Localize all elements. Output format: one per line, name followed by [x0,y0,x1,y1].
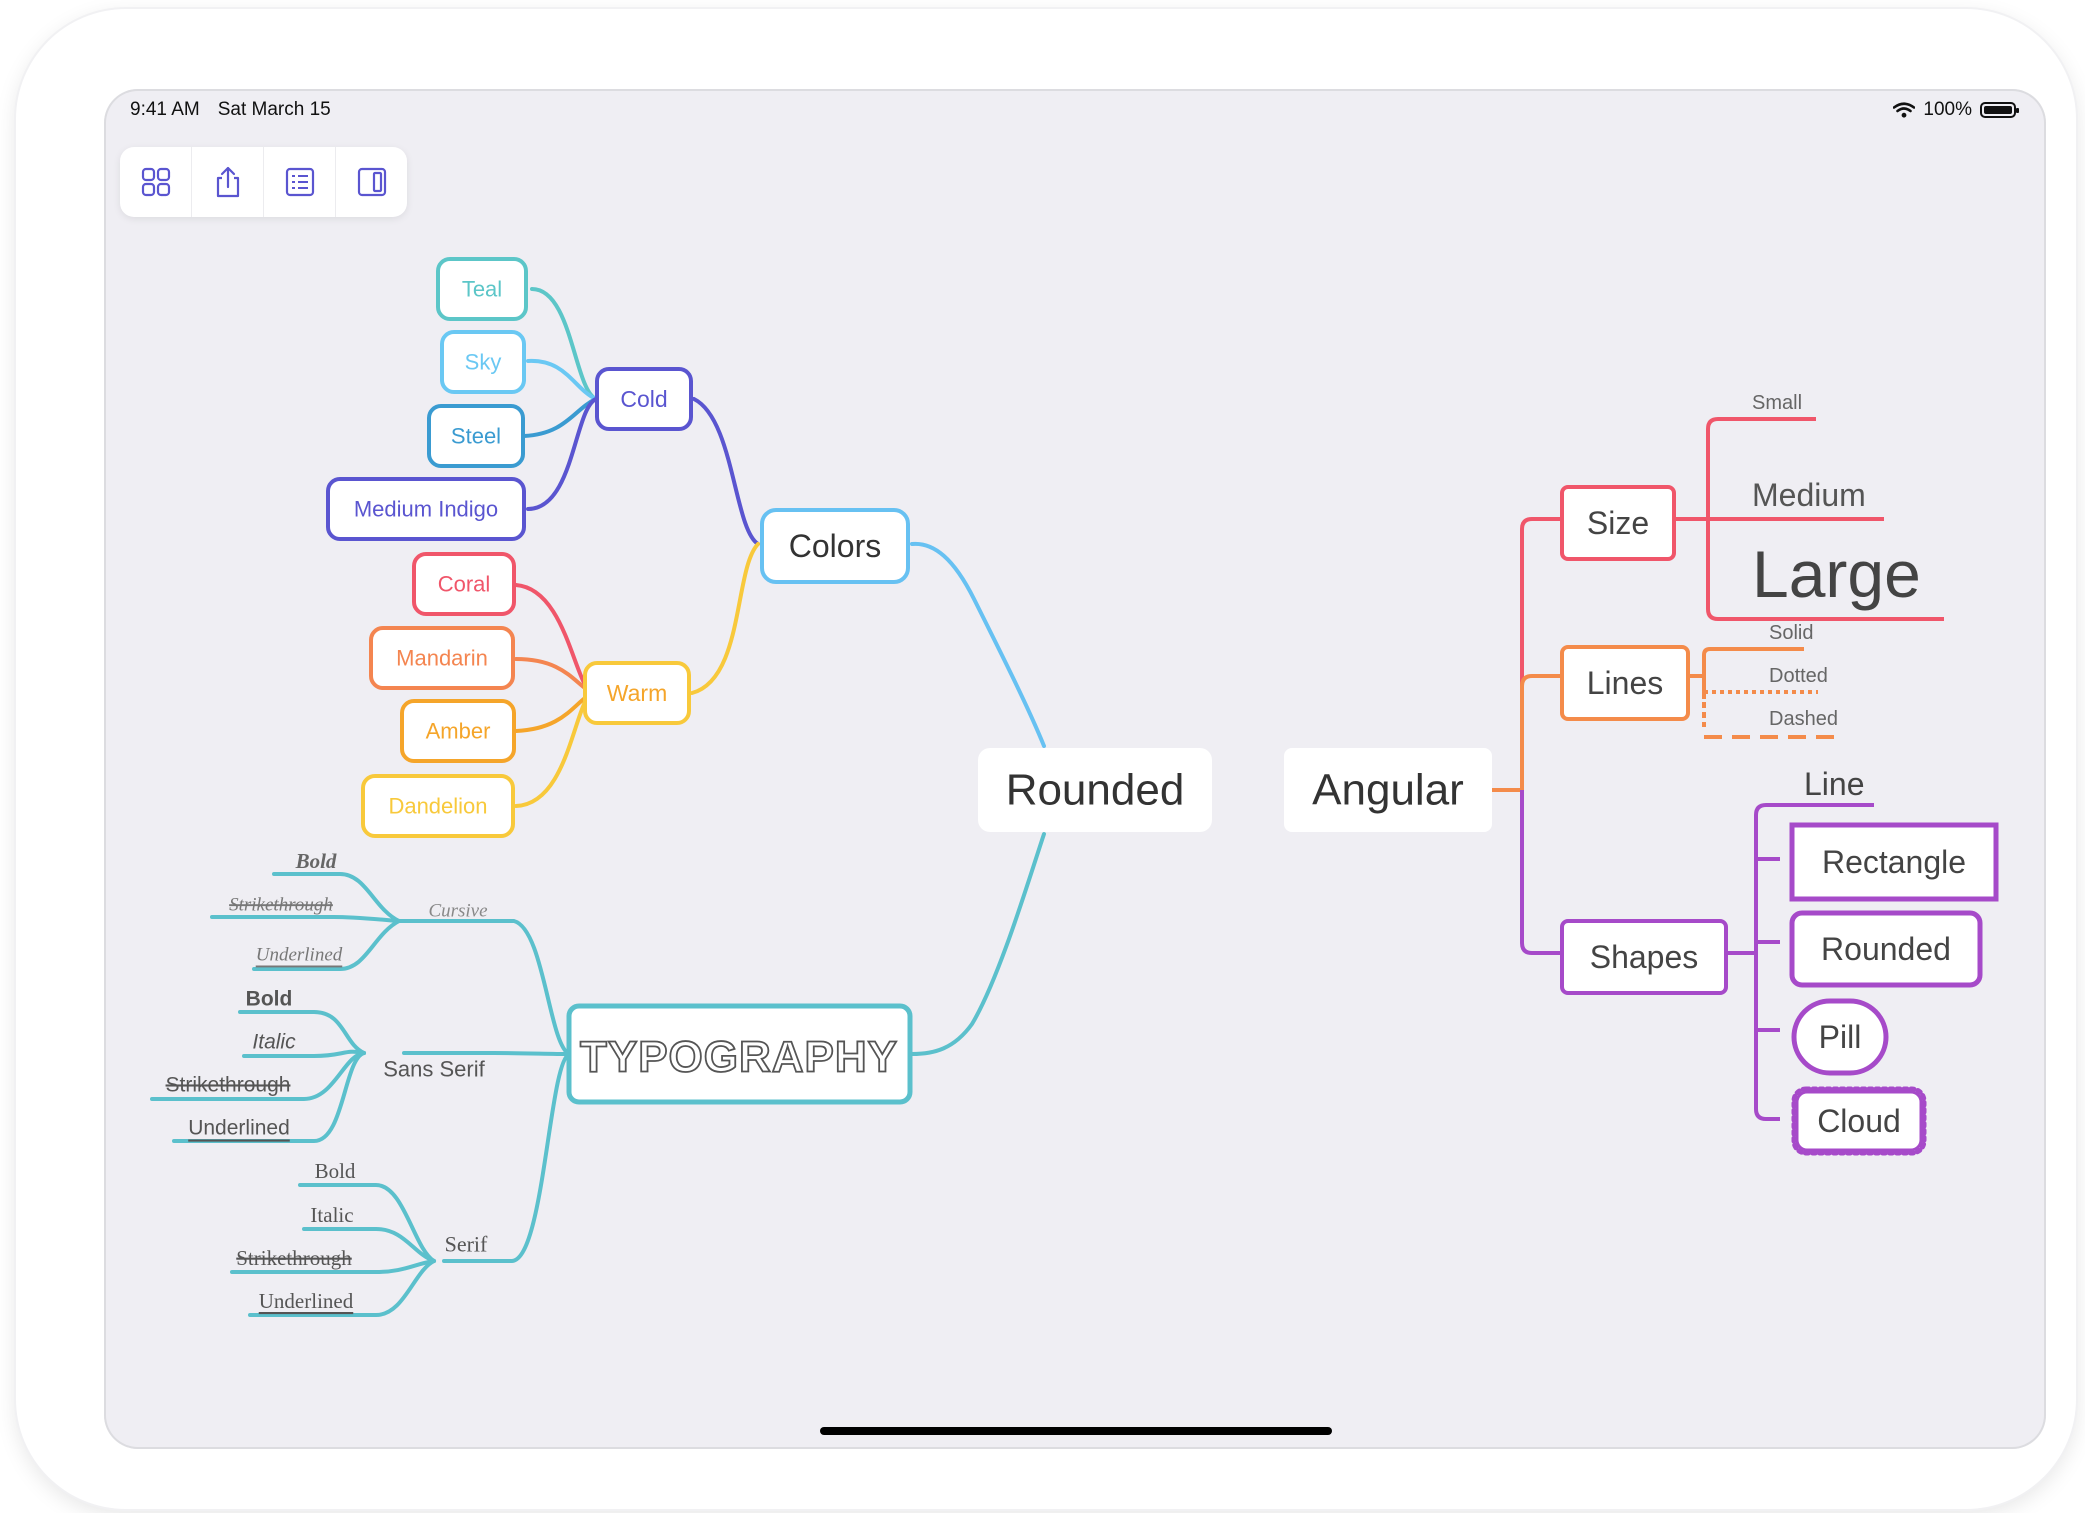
leaf-serif-underlined[interactable]: Underlined [259,1289,354,1313]
ipad-frame: 9:41 AM Sat March 15 100% [16,9,2076,1509]
svg-text:Amber: Amber [426,719,491,744]
leaf-cursive-bold[interactable]: Bold [295,849,337,873]
leaf-lines-solid[interactable]: Solid [1769,622,1813,644]
leaf-size-large[interactable]: Large [1752,537,1921,611]
outline-icon [285,167,314,197]
svg-text:Lines: Lines [1587,665,1664,701]
node-warm[interactable]: Warm [583,661,691,725]
battery-icon [1980,102,2019,118]
node-colors[interactable]: Colors [760,508,910,584]
root-node-angular[interactable]: Angular [1284,748,1492,832]
leaf-serif-bold[interactable]: Bold [315,1159,356,1183]
label-cursive[interactable]: Cursive [428,901,487,922]
svg-text:Rounded: Rounded [1821,931,1951,967]
leaf-shapes-line[interactable]: Line [1804,766,1865,802]
leaf-lines-dashed[interactable]: Dashed [1769,708,1838,730]
node-steel[interactable]: Steel [427,404,525,468]
node-lines[interactable]: Lines [1560,645,1690,721]
svg-text:TYPOGRAPHY: TYPOGRAPHY [580,1033,898,1082]
sidebar-button[interactable] [336,147,407,217]
node-shapes[interactable]: Shapes [1560,919,1728,995]
leaf-sans-italic[interactable]: Italic [252,1031,296,1054]
status-time: 9:41 AM [130,99,200,120]
app-screen: 9:41 AM Sat March 15 100% [104,89,2046,1449]
leaf-serif-strikethrough[interactable]: Strikethrough [236,1246,352,1270]
grid-button[interactable] [120,147,192,217]
outline-button[interactable] [264,147,336,217]
svg-text:Steel: Steel [451,424,501,449]
node-shape-pill[interactable]: Pill [1791,998,1889,1076]
node-shape-rectangle[interactable]: Rectangle [1789,822,1999,902]
share-button[interactable] [192,147,264,217]
svg-text:Rectangle: Rectangle [1822,844,1966,880]
svg-text:Rounded: Rounded [1006,766,1185,815]
leaf-sans-underlined[interactable]: Underlined [188,1117,290,1140]
leaf-sans-bold[interactable]: Bold [246,988,293,1011]
node-shape-cloud[interactable]: Cloud [1791,1086,1927,1156]
toolbar [120,147,407,217]
svg-text:Angular: Angular [1312,766,1464,815]
node-mandarin[interactable]: Mandarin [369,626,515,690]
svg-text:Medium Indigo: Medium Indigo [354,497,498,522]
node-medium-indigo[interactable]: Medium Indigo [326,477,526,541]
node-dandelion[interactable]: Dandelion [361,774,515,838]
node-size[interactable]: Size [1560,485,1676,561]
leaf-cursive-strikethrough[interactable]: Strikethrough [229,895,333,916]
root-node-rounded[interactable]: Rounded [978,748,1212,832]
wifi-icon [1893,102,1916,118]
leaf-lines-dotted[interactable]: Dotted [1769,665,1828,687]
node-coral[interactable]: Coral [412,552,516,616]
svg-text:Coral: Coral [438,572,491,597]
leaf-sans-strikethrough[interactable]: Strikethrough [166,1074,291,1097]
label-serif[interactable]: Serif [445,1232,488,1257]
node-cold[interactable]: Cold [595,367,693,431]
battery-percent: 100% [1923,99,1972,120]
share-icon [216,166,239,198]
sidebar-icon [357,167,386,197]
status-date: Sat March 15 [217,99,331,120]
node-teal[interactable]: Teal [436,257,528,321]
svg-text:Colors: Colors [789,528,881,564]
leaf-size-medium[interactable]: Medium [1752,477,1866,513]
label-sans-serif[interactable]: Sans Serif [383,1057,485,1082]
svg-text:Cloud: Cloud [1817,1103,1901,1139]
grid-icon [141,167,170,197]
node-amber[interactable]: Amber [400,699,516,763]
node-sky[interactable]: Sky [440,330,526,394]
status-bar-left: 9:41 AM Sat March 15 [130,99,349,121]
svg-text:Size: Size [1587,505,1649,541]
home-indicator[interactable] [820,1427,1332,1435]
svg-text:Mandarin: Mandarin [396,646,488,671]
leaf-cursive-underlined[interactable]: Underlined [256,945,343,966]
svg-text:Shapes: Shapes [1590,939,1699,975]
node-typography[interactable]: TYPOGRAPHY [566,1003,913,1105]
svg-text:Cold: Cold [620,386,667,412]
mind-map-canvas: Rounded Colors Cold Teal [150,257,1999,1317]
svg-text:Sky: Sky [465,350,502,375]
status-bar-right: 100% [1893,99,2019,121]
leaf-serif-italic[interactable]: Italic [310,1203,353,1227]
svg-text:Teal: Teal [462,277,502,302]
svg-text:Pill: Pill [1819,1019,1862,1055]
svg-text:Warm: Warm [607,680,667,706]
leaf-size-small[interactable]: Small [1752,392,1802,414]
node-shape-rounded[interactable]: Rounded [1789,910,1983,988]
svg-text:Dandelion: Dandelion [388,794,487,819]
